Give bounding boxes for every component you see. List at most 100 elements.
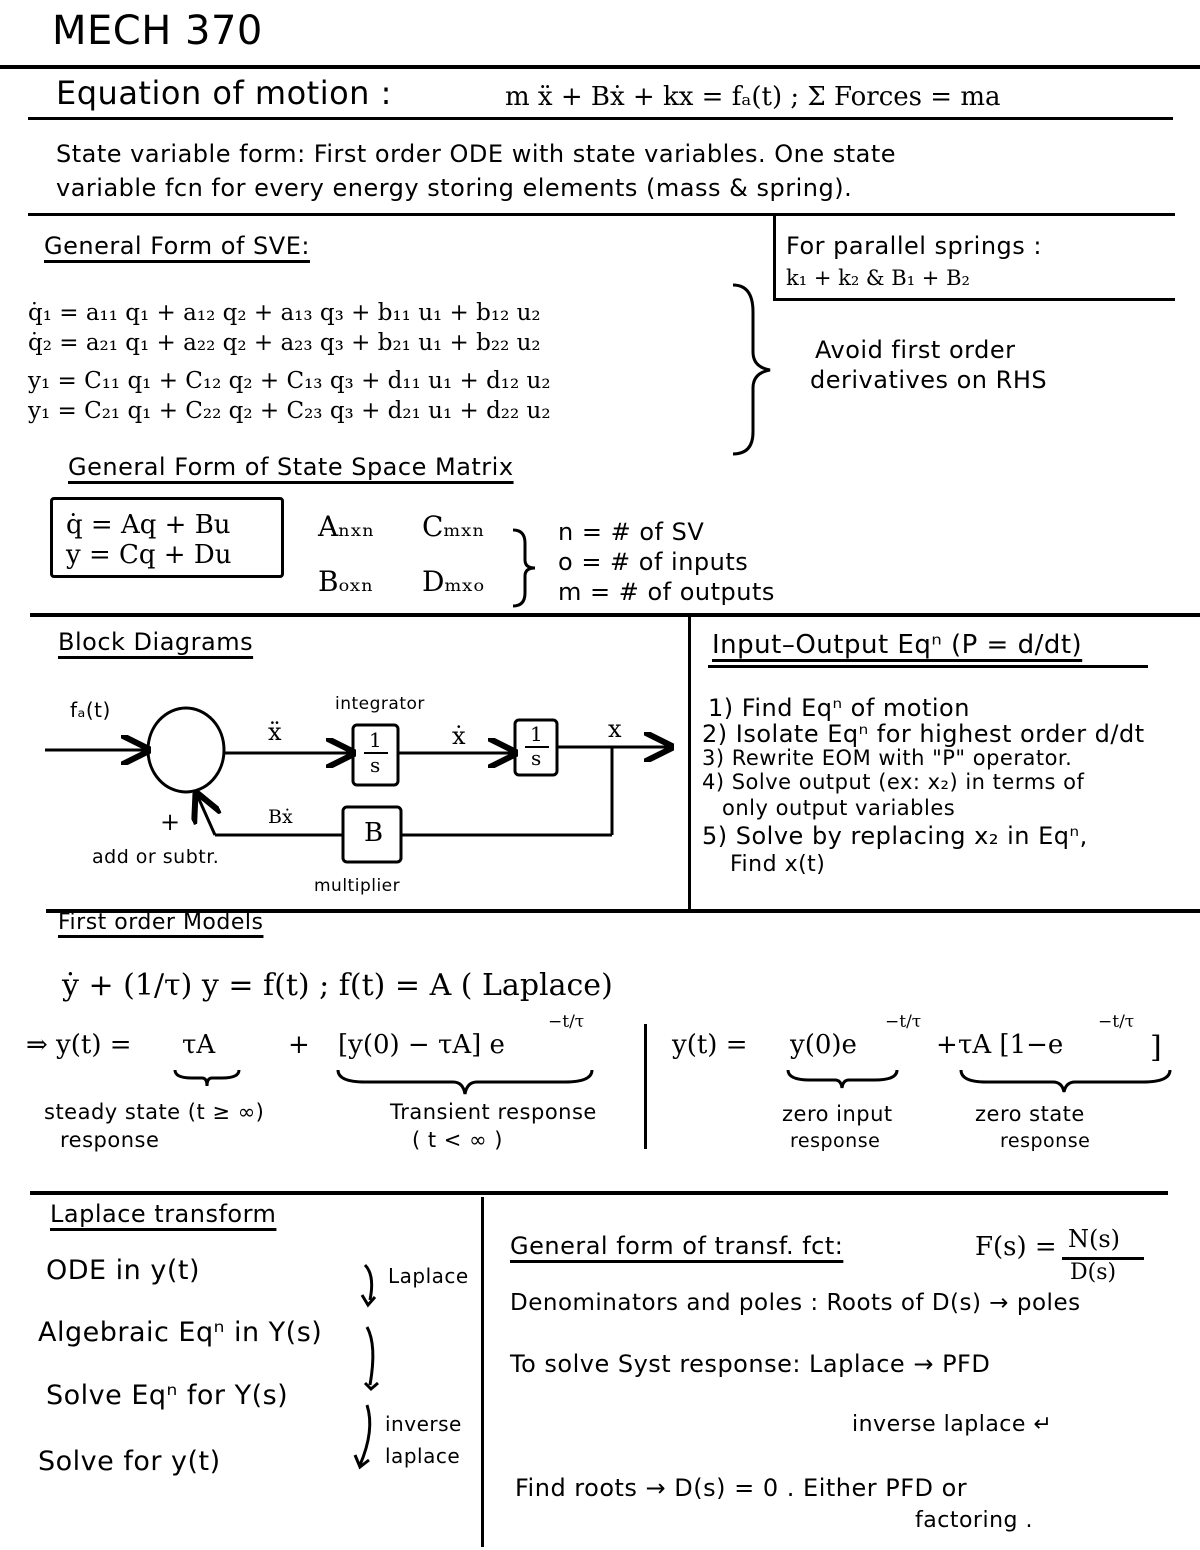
sve-eq-3: y₁ = C₁₁ q₁ + C₁₂ q₂ + C₁₃ q₃ + d₁₁ u₁ +… <box>28 368 551 394</box>
input-output-heading: Input–Output Eqⁿ (P = d/dt) <box>712 630 1083 660</box>
parallel-springs-line2: k₁ + k₂ & B₁ + B₂ <box>786 266 970 290</box>
io-step-5b: Find x(t) <box>730 852 826 877</box>
sve-eq-2: q̇₂ = a₂₁ q₁ + a₂₂ q₂ + a₂₃ q₃ + b₂₁ u₁ … <box>28 330 541 356</box>
divider <box>773 215 776 300</box>
state-space-eq2: y = Cq + Du <box>66 540 232 570</box>
sve-eq-1: q̇₁ = a₁₁ q₁ + a₁₂ q₂ + a₁₃ q₃ + b₁₁ u₁ … <box>28 300 541 326</box>
def-m: m = # of outputs <box>558 578 775 606</box>
sol-left-term1: τA <box>182 1030 216 1060</box>
transfer-fn-prefix: F(s) = <box>975 1232 1057 1262</box>
sol-right-plus: + <box>936 1030 958 1060</box>
integrator-2-num: 1 <box>530 722 543 746</box>
block-diagram <box>45 706 690 864</box>
laplace-arrows-icon <box>353 1263 379 1470</box>
laplace-heading: Laplace transform <box>50 1200 277 1228</box>
multiplier-label: multiplier <box>314 876 401 896</box>
divider <box>0 65 1200 69</box>
zero-input-label-1: zero input <box>782 1102 893 1126</box>
io-step-4b: only output variables <box>722 796 956 820</box>
divider <box>481 1197 484 1547</box>
zero-input-label-2: response <box>790 1130 881 1152</box>
fraction-bar <box>1062 1257 1144 1260</box>
sum-label: add or subtr. <box>92 846 220 868</box>
multiplier-block-label: B <box>364 818 384 848</box>
feedback-label: Bẋ <box>268 806 293 828</box>
dim-a: Aₙₓₙ <box>318 510 375 543</box>
sol-right-term1-exp: −t/τ <box>885 1012 922 1032</box>
laplace-step-4: Solve for y(t) <box>38 1446 221 1477</box>
transient-label-2: ( t < ∞ ) <box>412 1128 503 1152</box>
tf-line-5: factoring . <box>915 1508 1033 1533</box>
state-space-heading: General Form of State Space Matrix <box>68 453 514 481</box>
io-step-2: 2) Isolate Eqⁿ for highest order d/dt <box>702 720 1145 748</box>
zero-state-label-1: zero state <box>975 1102 1085 1126</box>
underbrace-icon <box>336 1069 594 1095</box>
steady-state-label-1: steady state (t ≥ ∞) <box>44 1100 265 1124</box>
sol-left-prefix: ⇒ y(t) = <box>26 1030 132 1060</box>
input-label: fₐ(t) <box>70 698 111 722</box>
sol-left-term2-exp: −t/τ <box>548 1012 585 1032</box>
divider <box>30 613 1200 617</box>
def-o: o = # of inputs <box>558 548 749 576</box>
parallel-springs-line1: For parallel springs : <box>786 232 1042 260</box>
transfer-fn-heading: General form of transf. fct: <box>510 1232 844 1260</box>
tf-line-4: Find roots → D(s) = 0 . Either PFD or <box>515 1474 968 1502</box>
sol-left-plus: + <box>288 1030 310 1060</box>
block-diagram-heading: Block Diagrams <box>58 628 254 656</box>
underbrace-icon <box>786 1069 899 1089</box>
first-order-heading: First order Models <box>58 910 264 935</box>
sum-sign: + <box>160 808 181 836</box>
sve-heading: General Form of SVE: <box>44 232 310 260</box>
state-space-brace-icon <box>512 528 536 608</box>
sve-note-line2: derivatives on RHS <box>810 366 1048 394</box>
zero-state-label-2: response <box>1000 1130 1091 1152</box>
state-variable-form-line1: State variable form: First order ODE wit… <box>56 140 897 168</box>
sol-right-term2: τA [1−e <box>958 1030 1064 1060</box>
inverse-laplace-label-1: inverse <box>385 1412 462 1436</box>
dim-d: Dₘₓₒ <box>422 565 485 598</box>
dim-c: Cₘₓₙ <box>422 510 485 543</box>
integrator-2-den: s <box>531 746 542 770</box>
def-n: n = # of SV <box>558 518 705 546</box>
laplace-arrow-label: Laplace <box>388 1264 469 1288</box>
io-step-4: 4) Solve output (ex: x₂) in terms of <box>702 770 1085 794</box>
fraction-bar <box>364 752 388 754</box>
laplace-step-2: Algebraic Eqⁿ in Y(s) <box>38 1317 323 1348</box>
state-space-boxed-equations <box>50 497 284 578</box>
eom-formula: m ẍ + Bẋ + kx = fₐ(t) ; Σ Forces = ma <box>505 82 1001 112</box>
tf-line-3: inverse laplace ↵ <box>852 1412 1053 1437</box>
first-order-ode: ẏ + (1/τ) y = f(t) ; f(t) = A ( Laplace) <box>62 968 613 1003</box>
sol-left-term2: [y(0) − τA] e <box>338 1030 505 1060</box>
sve-eq-4: y₁ = C₂₁ q₁ + C₂₂ q₂ + C₂₃ q₃ + d₂₁ u₁ +… <box>28 398 551 424</box>
sol-right-prefix: y(t) = <box>672 1030 748 1060</box>
io-step-5: 5) Solve by replacing x₂ in Eqⁿ, <box>702 822 1088 850</box>
transient-label-1: Transient response <box>390 1100 597 1124</box>
io-step-1: 1) Find Eqⁿ of motion <box>708 694 970 722</box>
divider <box>688 615 691 913</box>
sve-brace-icon <box>732 283 771 456</box>
divider <box>773 298 1175 301</box>
tf-line-2: To solve Syst response: Laplace → PFD <box>510 1350 991 1378</box>
divider <box>30 1191 1168 1195</box>
underbrace-icon <box>173 1069 241 1087</box>
divider <box>28 213 1175 216</box>
xddot-label: ẍ <box>268 718 282 746</box>
eom-label: Equation of motion : <box>56 74 392 112</box>
tf-line-1: Denominators and poles : Roots of D(s) →… <box>510 1290 1081 1316</box>
transfer-fn-numerator: N(s) <box>1068 1225 1121 1253</box>
laplace-step-3: Solve Eqⁿ for Y(s) <box>46 1380 289 1411</box>
sol-right-term1: y(0)e <box>790 1030 857 1060</box>
integrator-1-den: s <box>370 753 381 777</box>
integrator-1-num: 1 <box>369 728 382 752</box>
divider <box>46 909 1200 913</box>
inverse-laplace-label-2: laplace <box>385 1444 461 1468</box>
sol-right-term2-exp: −t/τ <box>1098 1012 1135 1032</box>
heading-underline <box>708 665 1148 668</box>
transfer-fn-denominator: D(s) <box>1070 1260 1117 1285</box>
page-title: MECH 370 <box>52 8 263 54</box>
laplace-step-1: ODE in y(t) <box>46 1255 201 1286</box>
divider <box>644 1024 647 1149</box>
dim-b: Bₒₓₙ <box>318 565 374 598</box>
divider <box>28 117 1173 120</box>
io-step-3: 3) Rewrite EOM with "P" operator. <box>702 746 1073 770</box>
